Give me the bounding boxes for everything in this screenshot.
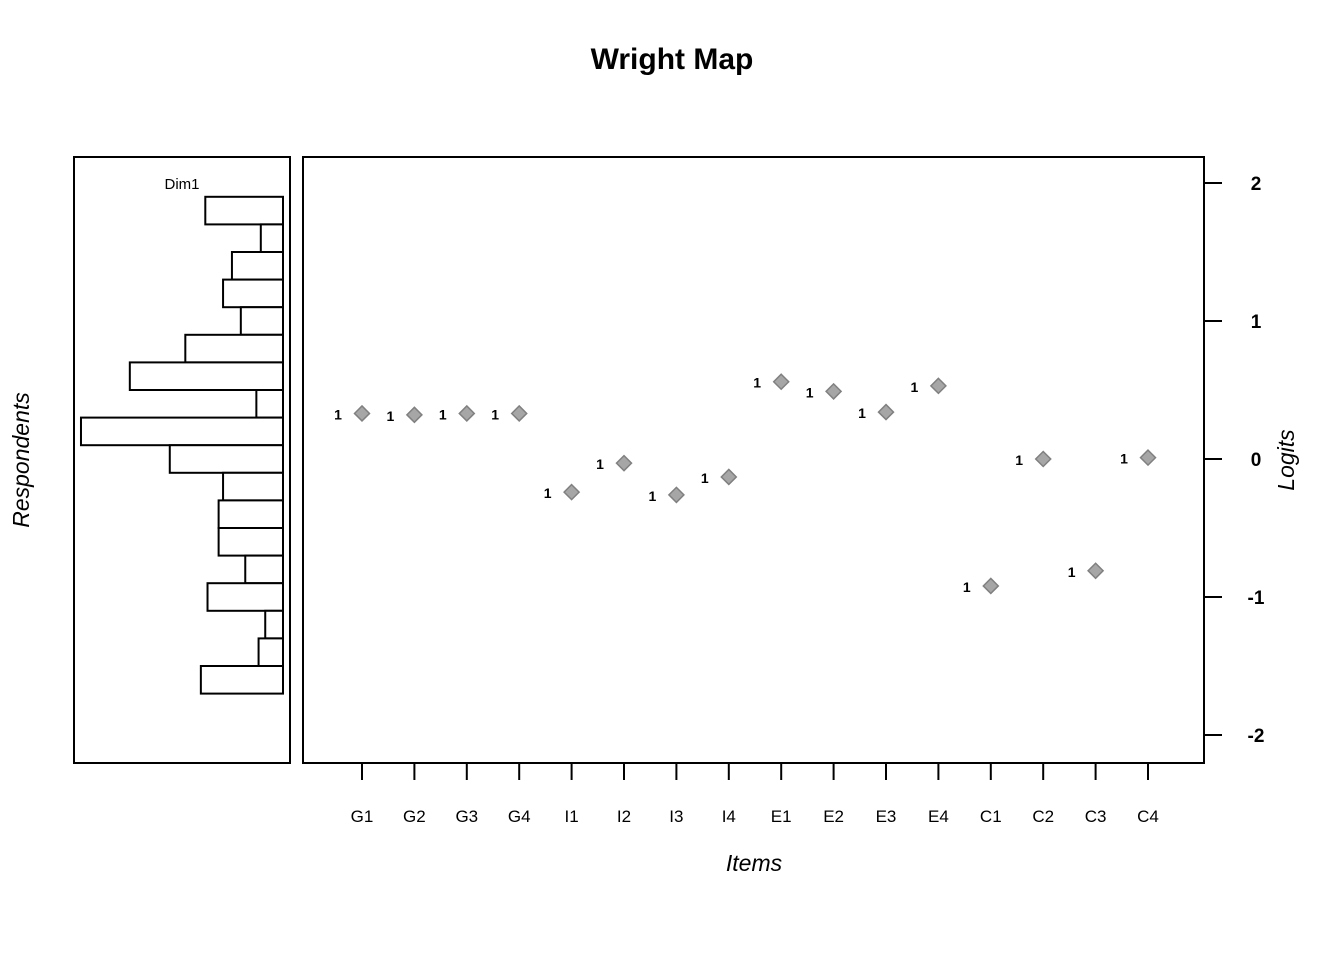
item-tick-label: G4	[508, 807, 531, 826]
histogram-bar	[264, 609, 284, 640]
threshold-label: 1	[1068, 564, 1076, 580]
item-marker	[929, 377, 947, 395]
logit-tick-label: -2	[1248, 726, 1265, 747]
item-tick-label: C2	[1032, 807, 1054, 826]
histogram-bar	[244, 554, 284, 585]
item-tick-label: E2	[823, 807, 844, 826]
logit-tick-label: 2	[1251, 174, 1262, 195]
dimension-label: Dim1	[164, 176, 199, 193]
item-tick-label: G2	[403, 807, 426, 826]
item-axis: G1 G2 G3 G4 I1 I2 I3 I4 E1 E2 E3 E4 C1 C2 C3 C4	[351, 763, 1159, 826]
item-tick-label: C1	[980, 807, 1002, 826]
item-tick-label: E3	[876, 807, 897, 826]
histogram-bar	[128, 361, 284, 391]
threshold-label: 1	[387, 408, 395, 424]
threshold-label: 1	[858, 405, 866, 421]
histogram-bar	[222, 278, 284, 309]
item-tick-label: I4	[722, 807, 736, 826]
item-marker	[510, 404, 528, 423]
item-tick-label: E4	[928, 807, 949, 826]
histogram-bar	[184, 333, 285, 364]
item-tick-label: I1	[565, 807, 579, 826]
person-panel-frame	[73, 156, 291, 764]
threshold-label: 1	[753, 375, 761, 391]
respondents-axis-label: Respondents	[8, 392, 34, 528]
item-markers: 1 1 1 1 1 1 1 1 1 1 1 1 1 1 1 1	[334, 373, 1157, 595]
histogram-bar	[217, 527, 284, 557]
item-marker	[667, 486, 685, 504]
item-tick-label: I3	[669, 807, 683, 826]
histogram-bar	[222, 471, 284, 502]
histogram-bar	[204, 195, 284, 226]
threshold-label: 1	[701, 470, 709, 486]
item-marker	[825, 382, 843, 400]
histogram-bar	[230, 251, 285, 281]
person-histogram	[79, 195, 285, 695]
item-tick-label: C4	[1137, 807, 1159, 826]
item-marker	[982, 577, 1000, 595]
histogram-bar	[239, 306, 285, 336]
item-marker	[877, 403, 895, 421]
threshold-label: 1	[491, 406, 499, 422]
histogram-bar	[255, 389, 284, 419]
item-marker	[458, 404, 476, 423]
logit-tick-label: 0	[1251, 450, 1262, 471]
threshold-label: 1	[1120, 451, 1128, 467]
item-marker	[405, 406, 423, 424]
item-tick-label: G1	[351, 807, 374, 826]
histogram-bar	[206, 582, 285, 612]
items-axis-label: Items	[726, 850, 783, 876]
item-marker	[615, 454, 633, 472]
threshold-label: 1	[1015, 452, 1023, 468]
logit-tick-label: -1	[1248, 588, 1265, 609]
item-tick-label: E1	[771, 807, 792, 826]
threshold-label: 1	[544, 485, 552, 501]
threshold-label: 1	[334, 406, 342, 422]
item-marker	[1087, 562, 1105, 580]
threshold-label: 1	[439, 406, 447, 422]
item-marker	[1034, 450, 1052, 468]
logit-axis: 2 1 0 -1 -2	[1204, 174, 1265, 747]
threshold-label: 1	[963, 579, 971, 595]
threshold-label: 1	[596, 456, 604, 472]
threshold-label: 1	[911, 379, 919, 395]
item-tick-label: I2	[617, 807, 631, 826]
logits-axis-label: Logits	[1273, 429, 1299, 491]
item-marker	[563, 483, 581, 501]
item-marker	[772, 373, 790, 391]
item-panel-frame	[302, 156, 1205, 764]
histogram-bar	[259, 223, 284, 253]
threshold-label: 1	[806, 384, 814, 400]
logit-tick-label: 1	[1251, 312, 1262, 333]
item-tick-label: G3	[455, 807, 478, 826]
histogram-bar	[79, 416, 285, 447]
item-marker	[353, 404, 371, 423]
threshold-label: 1	[649, 488, 657, 504]
item-marker	[720, 468, 738, 486]
histogram-bar	[257, 637, 284, 668]
histogram-bar	[217, 499, 284, 529]
histogram-bar	[199, 665, 284, 695]
item-tick-label: C3	[1085, 807, 1107, 826]
chart-title: Wright Map	[591, 43, 754, 76]
item-marker	[1139, 449, 1157, 467]
histogram-bar	[168, 444, 284, 474]
